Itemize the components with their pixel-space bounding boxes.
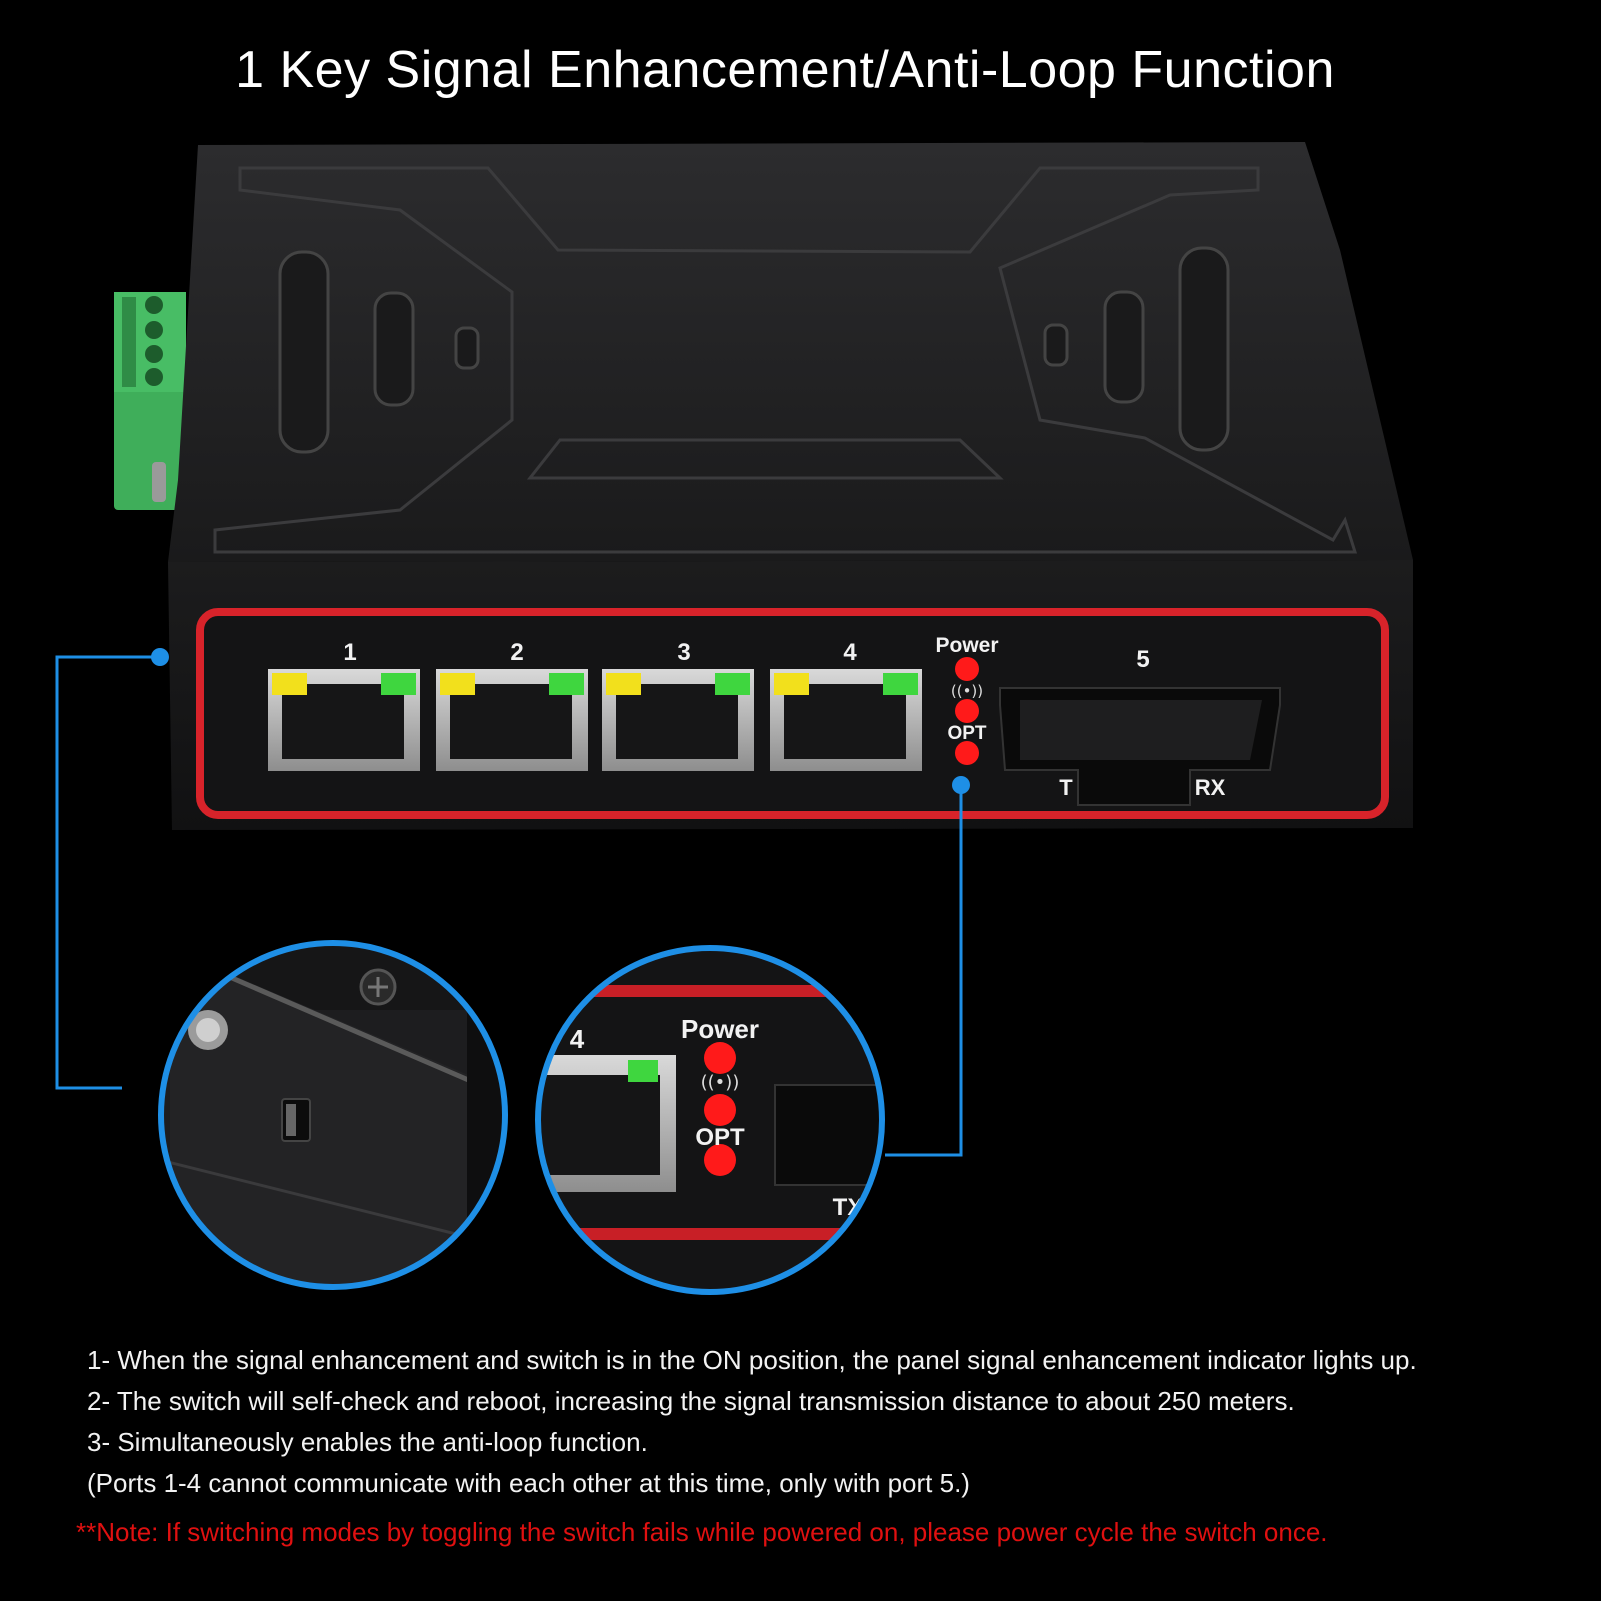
opt-led bbox=[955, 741, 979, 765]
product-illustration: 1 2 3 4 Power ((•)) OPT 5 T RX bbox=[55, 142, 1413, 1295]
ethernet-ports: 1 2 3 4 bbox=[268, 639, 922, 771]
note-4: (Ports 1-4 cannot communicate with each … bbox=[87, 1468, 970, 1498]
rj45-port bbox=[436, 669, 588, 771]
page-title: 1 Key Signal Enhancement/Anti-Loop Funct… bbox=[235, 41, 1335, 99]
status-indicators: Power ((•)) OPT bbox=[935, 634, 999, 765]
rj45-port bbox=[602, 669, 754, 771]
switch-top-face bbox=[168, 142, 1413, 562]
callout-dot-right bbox=[952, 776, 970, 794]
zoom-circle-indicators: ((•)) 4 Power OPT TX bbox=[535, 945, 885, 1295]
rj45-port bbox=[268, 669, 420, 771]
fiber-port-label: 5 bbox=[1136, 646, 1149, 673]
zoom-circle-switch bbox=[158, 940, 508, 1290]
port-label-1: 1 bbox=[343, 639, 356, 666]
zoom-port-label: 4 bbox=[570, 1024, 585, 1054]
power-label: Power bbox=[935, 634, 998, 657]
note-2: 2- The switch will self-check and reboot… bbox=[87, 1386, 1295, 1416]
note-3: 3- Simultaneously enables the anti-loop … bbox=[87, 1427, 648, 1457]
feature-notes: 1- When the signal enhancement and switc… bbox=[87, 1340, 1587, 1504]
note-1: 1- When the signal enhancement and switc… bbox=[87, 1345, 1417, 1375]
signal-enhancement-led bbox=[955, 699, 979, 723]
zoom-signal-icon: ((•)) bbox=[701, 1072, 740, 1093]
tx-label: T bbox=[1059, 775, 1073, 800]
callout-dot-left bbox=[151, 648, 169, 666]
opt-label: OPT bbox=[947, 723, 986, 744]
zoom-opt-label: OPT bbox=[695, 1124, 745, 1151]
port-label-4: 4 bbox=[843, 639, 857, 666]
zoom-power-label: Power bbox=[681, 1014, 759, 1044]
power-led bbox=[955, 657, 979, 681]
signal-enhancement-icon: ((•)) bbox=[951, 682, 983, 700]
rj45-port bbox=[770, 669, 922, 771]
callout-lines bbox=[55, 655, 963, 1157]
port-label-2: 2 bbox=[510, 639, 523, 666]
warning-note: **Note: If switching modes by toggling t… bbox=[76, 1517, 1328, 1547]
terminal-block bbox=[114, 292, 186, 510]
port-label-3: 3 bbox=[677, 639, 690, 666]
rx-label: RX bbox=[1195, 775, 1226, 800]
fiber-port: 5 T RX bbox=[999, 646, 1281, 806]
